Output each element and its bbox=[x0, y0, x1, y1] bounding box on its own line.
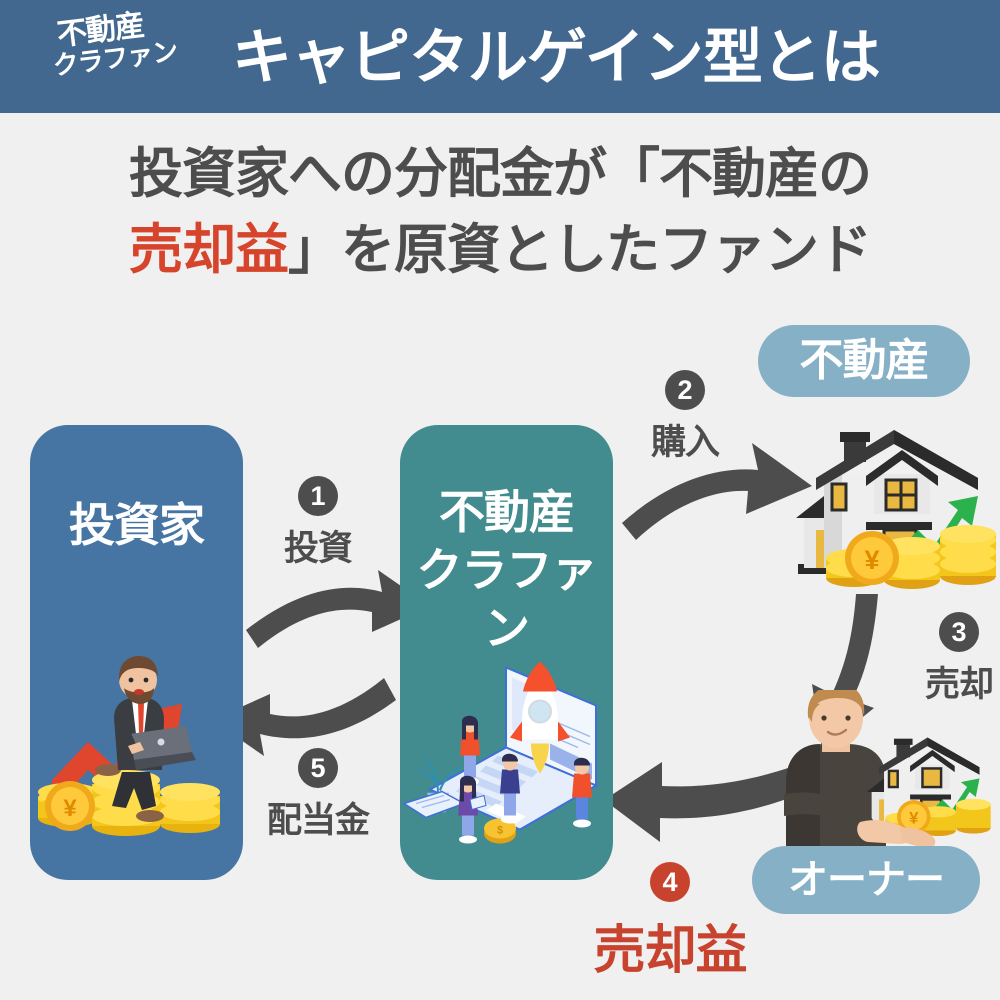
step-2-purchase: 2 購入 bbox=[630, 370, 740, 465]
person-center-icon bbox=[500, 753, 520, 824]
page-title: キャピタルゲイン型とは bbox=[232, 24, 881, 91]
panel-investor[interactable]: 投資家 bbox=[30, 425, 243, 880]
panel-crowdfunding-title-line2: クラファン bbox=[416, 544, 598, 654]
coin-icon: $ bbox=[484, 818, 516, 844]
step-3-label: 売却 bbox=[924, 665, 994, 704]
subtitle-line1: 投資家への分配金が「不動産の bbox=[129, 144, 872, 204]
businessman-on-coins-icon: ¥ bbox=[38, 656, 220, 836]
step-4-capital-gain: 4 売却益 bbox=[588, 862, 752, 983]
yen-coin-icon: ¥ bbox=[45, 781, 95, 831]
step-5-number: 5 bbox=[298, 748, 338, 788]
house-with-coins-icon: ¥ bbox=[796, 430, 996, 589]
person-right-icon bbox=[572, 757, 592, 828]
step-4-number: 4 bbox=[650, 862, 690, 902]
header-badge: 不動産 クラファン bbox=[48, 0, 245, 94]
svg-text:¥: ¥ bbox=[63, 795, 77, 822]
panel-crowdfunding-title: 不動産 クラファン bbox=[400, 483, 613, 657]
step-1-label: 投資 bbox=[283, 529, 353, 568]
subtitle-highlight: 売却益 bbox=[129, 220, 289, 280]
step-5-label: 配当金 bbox=[266, 801, 370, 840]
isometric-crowdfunding-laptop-icon: $ bbox=[402, 661, 599, 844]
step-2-label: 購入 bbox=[650, 423, 720, 462]
subtitle-line2-rest: 」を原資としたファンド bbox=[288, 220, 872, 280]
owner-holding-house-icon: ¥ bbox=[784, 690, 991, 876]
step-3-number: 3 bbox=[939, 612, 979, 652]
step-4-label: 売却益 bbox=[593, 922, 747, 980]
step-1-invest: 1 投資 bbox=[258, 476, 378, 571]
yen-coin-icon: ¥ bbox=[845, 531, 899, 585]
step-2-number: 2 bbox=[665, 370, 705, 410]
panel-investor-title: 投資家 bbox=[69, 499, 205, 551]
header-band: 不動産 クラファン キャピタルゲイン型とは bbox=[0, 0, 1000, 113]
pill-realestate[interactable]: 不動産 bbox=[758, 325, 970, 397]
panel-crowdfunding[interactable]: 不動産 クラファン bbox=[400, 425, 613, 880]
person-bottom-left-icon bbox=[458, 775, 487, 844]
subtitle: 投資家への分配金が「不動産の 売却益」を原資としたファンド bbox=[0, 136, 1000, 288]
step-5-dividend: 5 配当金 bbox=[258, 748, 378, 843]
step-1-number: 1 bbox=[298, 476, 338, 516]
svg-text:¥: ¥ bbox=[864, 545, 879, 575]
rocket-icon bbox=[510, 661, 570, 774]
subtitle-line2: 売却益」を原資としたファンド bbox=[0, 212, 1000, 288]
panel-crowdfunding-title-line1: 不動産 bbox=[439, 486, 575, 538]
step-3-sell: 3 売却 bbox=[918, 612, 1000, 707]
pill-owner[interactable]: オーナー bbox=[752, 846, 980, 914]
svg-text:¥: ¥ bbox=[909, 809, 919, 828]
svg-text:$: $ bbox=[497, 825, 503, 837]
